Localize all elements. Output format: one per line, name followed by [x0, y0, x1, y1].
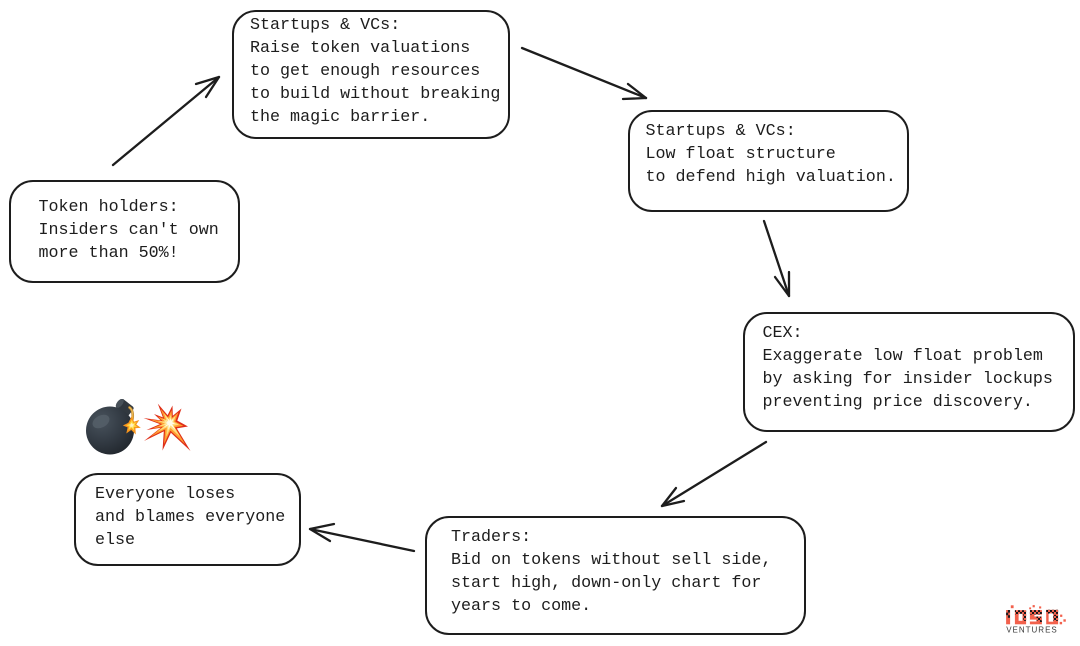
svg-text:VENTURES: VENTURES — [1006, 625, 1058, 634]
